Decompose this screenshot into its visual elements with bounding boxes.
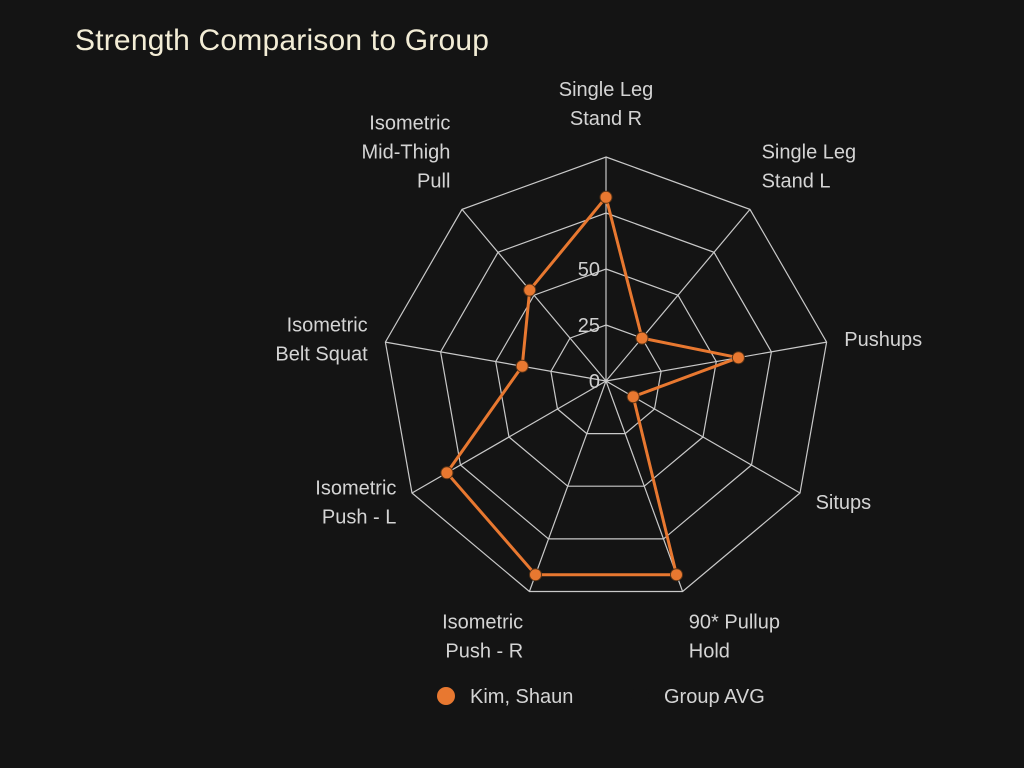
chart-legend: Kim, Shaun Group AVG [437, 686, 765, 708]
axis-label: Pushups [844, 329, 922, 351]
tick-label: 50 [578, 259, 600, 281]
grid-ring [439, 212, 773, 540]
data-point [529, 568, 542, 582]
data-point [599, 190, 613, 204]
legend-marker [631, 687, 649, 705]
data-point [523, 283, 537, 297]
data-point [670, 568, 683, 582]
tick-label: 25 [578, 315, 600, 337]
data-point [635, 331, 649, 345]
grid-ring [495, 268, 717, 487]
legend-label: Kim, Shaun [470, 686, 573, 708]
axis-spoke [605, 209, 751, 382]
data-point [440, 466, 454, 480]
axis-spoke [528, 380, 607, 592]
axis-spoke [385, 341, 607, 382]
data-point [731, 351, 745, 365]
legend-label: Group AVG [664, 686, 765, 708]
legend-marker [437, 687, 455, 705]
radar-series [440, 190, 745, 582]
axis-label: Situps [816, 492, 872, 514]
axis-spoke [605, 341, 827, 382]
data-point [626, 390, 640, 404]
axis-spoke [605, 380, 684, 592]
series-line [445, 195, 740, 577]
grid-ring [550, 324, 662, 435]
radar-tick-labels: 0 25 50 [578, 259, 600, 393]
tick-label: 0 [589, 371, 600, 393]
grid-ring [384, 156, 828, 593]
chart-title: Strength Comparison to Group [75, 24, 490, 57]
data-point [515, 359, 529, 373]
axis-spoke [461, 209, 607, 382]
radar-grid [384, 156, 828, 593]
axis-spoke [411, 380, 607, 494]
